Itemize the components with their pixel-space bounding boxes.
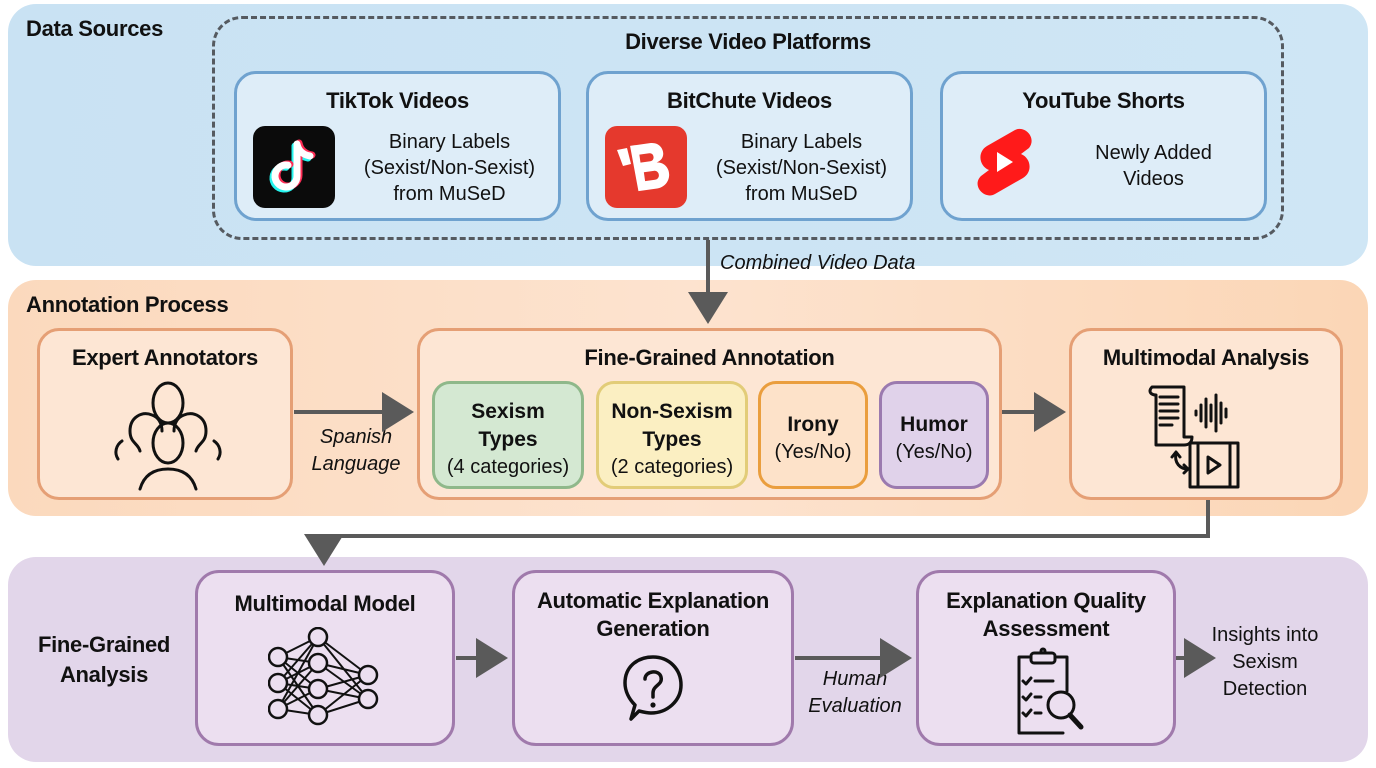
platform-name: TikTok Videos xyxy=(326,88,469,113)
category-irony: Irony (Yes/No) xyxy=(758,381,868,489)
tiktok-logo-icon xyxy=(253,126,335,208)
annotation-process-title: Annotation Process xyxy=(26,292,229,317)
multimodal-model-title: Multimodal Model xyxy=(234,591,416,616)
nn-node xyxy=(268,672,289,694)
nn-node xyxy=(268,698,289,720)
platform-card-bitchute: BitChute Videos Binary Labels (Sexist/No… xyxy=(586,71,913,221)
expert-annotators-title: Expert Annotators xyxy=(72,345,258,370)
platform-card-tiktok: TikTok Videos Binary Labels (Sexist/Non-… xyxy=(234,71,561,221)
insights-output-text: Insights into Sexism Detection xyxy=(1211,624,1319,700)
fine-grained-annotation-title: Fine-Grained Annotation xyxy=(584,345,835,370)
combined-video-data-label: Combined Video Data xyxy=(720,252,916,274)
spanish-language-label: Spanish Language xyxy=(311,426,401,475)
explanation-generation-title: Automatic Explanation Generation xyxy=(536,588,770,641)
neural-network-icon xyxy=(268,627,379,726)
human-evaluation-label: Human Evaluation xyxy=(808,668,902,717)
clipboard-search-icon xyxy=(1017,647,1084,735)
video-platforms-title: Diverse Video Platforms xyxy=(625,29,871,54)
platform-card-youtube-shorts: YouTube Shorts Newly Added Videos xyxy=(940,71,1267,221)
category-non-sexism-types: Non-Sexism Types (2 categories) xyxy=(596,381,748,489)
category-sexism-types: Sexism Types (4 categories) xyxy=(432,381,584,489)
nn-edge xyxy=(277,636,319,710)
nn-node xyxy=(357,664,379,686)
category-humor: Humor (Yes/No) xyxy=(879,381,989,489)
text-audio-video-icon xyxy=(1148,385,1240,489)
platform-description: Binary Labels (Sexist/Non-Sexist) from M… xyxy=(715,131,888,205)
expert-annotators-box: Expert Annotators xyxy=(37,328,293,500)
question-bubble-icon xyxy=(623,655,683,721)
platform-description: Newly Added Videos xyxy=(1095,142,1212,190)
quality-assessment-box: Explanation Quality Assessment xyxy=(916,570,1176,746)
explanation-generation-box: Automatic Explanation Generation xyxy=(512,570,794,746)
multimodal-analysis-title: Multimodal Analysis xyxy=(1102,345,1310,370)
nn-edge xyxy=(317,674,369,716)
arrow-multimodal-to-model xyxy=(304,500,1210,566)
bitchute-logo-icon xyxy=(605,126,687,208)
quality-assessment-title: Explanation Quality Assessment xyxy=(946,588,1146,641)
people-group-icon xyxy=(114,381,222,491)
nn-node xyxy=(307,704,329,726)
platform-name: BitChute Videos xyxy=(666,88,832,113)
platform-description: Binary Labels (Sexist/Non-Sexist) from M… xyxy=(363,131,536,205)
youtube-shorts-logo-icon xyxy=(969,124,1039,210)
fine-grained-analysis-title: Fine-Grained Analysis xyxy=(37,632,171,687)
video-platforms-group xyxy=(212,16,1284,240)
multimodal-model-box: Multimodal Model xyxy=(195,570,455,746)
nn-node xyxy=(307,678,329,700)
nn-node xyxy=(268,646,289,668)
nn-edge xyxy=(317,636,369,676)
platform-name: YouTube Shorts xyxy=(1022,88,1185,113)
multimodal-analysis-box: Multimodal Analysis xyxy=(1069,328,1343,500)
nn-node xyxy=(307,627,329,648)
data-sources-title: Data Sources xyxy=(26,16,164,41)
nn-node xyxy=(307,652,329,674)
nn-node xyxy=(357,688,379,710)
